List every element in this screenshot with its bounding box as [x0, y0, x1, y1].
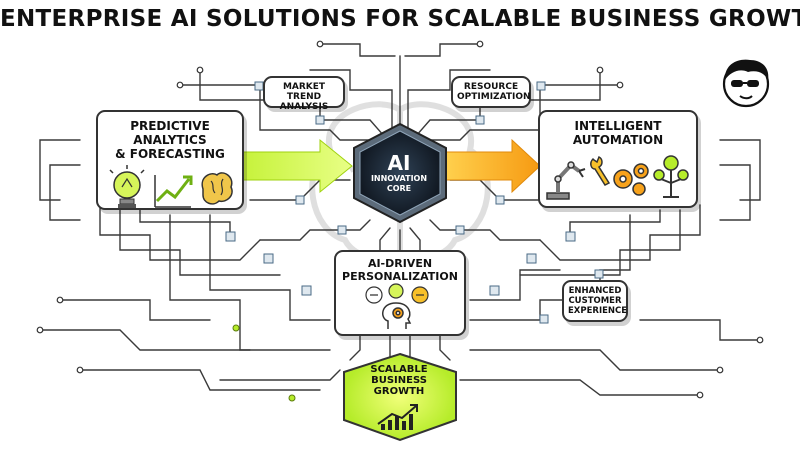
core-subtitle: INNOVATION CORE: [370, 174, 428, 193]
scalable-business-growth-hexagon: [343, 352, 457, 442]
scalable-business-growth-label: SCALABLE BUSINESS GROWTH: [370, 364, 428, 397]
green-end-dots: [232, 324, 296, 402]
circuit-chips: [225, 81, 604, 324]
ai-innovation-core-label: AI INNOVATION CORE: [352, 152, 446, 194]
personalization-label: AI-DRIVEN PERSONALIZATION: [342, 257, 458, 283]
automation-icons: [546, 155, 689, 200]
resource-optimization-box: RESOURCE OPTIMIZATION: [451, 76, 531, 108]
personalization-icons: [365, 283, 429, 329]
core-title: AI: [387, 151, 411, 175]
predictive-analytics-label: PREDICTIVE ANALYTICS & FORECASTING: [115, 119, 225, 161]
predictive-icons: [109, 165, 233, 208]
orange-flow-arrow: [445, 138, 541, 194]
predictive-analytics-box: PREDICTIVE ANALYTICS & FORECASTING: [96, 110, 244, 210]
gear-tree-icon: [653, 155, 689, 198]
sunglasses-avatar-icon: [722, 59, 770, 108]
market-trend-analysis-box: MARKET TREND ANALYSIS: [263, 76, 345, 112]
ai-driven-personalization-box: AI-DRIVEN PERSONALIZATION: [334, 250, 466, 336]
head-profile-icon: [382, 302, 412, 329]
circuit-traces: [39, 43, 761, 396]
trace-end-dots: [36, 40, 764, 399]
chart-up-icon: [154, 175, 193, 208]
enhanced-customer-experience-box: ENHANCED CUSTOMER EXPERIENCE: [562, 280, 628, 322]
brain-icon: [201, 172, 233, 205]
robot-arm-icon: [546, 161, 586, 200]
intelligent-automation-label: INTELLIGENT AUTOMATION: [572, 119, 664, 147]
intelligent-automation-box: INTELLIGENT AUTOMATION: [538, 110, 698, 208]
page-title: ENTERPRISE AI SOLUTIONS FOR SCALABLE BUS…: [0, 6, 800, 32]
bar-chart-arrow-icon: [377, 404, 418, 430]
ai-innovation-core-hexagon: [353, 122, 447, 224]
wrench-icon: [590, 155, 611, 186]
lightbulb-icon: [109, 165, 145, 208]
speech-bubbles-icon: [365, 283, 429, 304]
gears-icon: [613, 163, 649, 196]
green-flow-arrow: [241, 138, 353, 194]
